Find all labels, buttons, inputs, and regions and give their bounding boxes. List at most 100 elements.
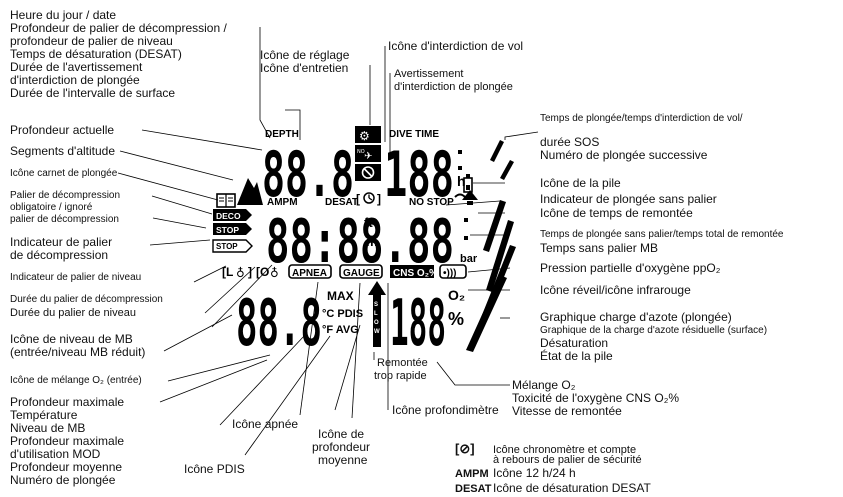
label-temperature: Température <box>10 408 78 422</box>
gauge-icon: GAUGE <box>339 264 383 279</box>
label-level-stop-depth: profondeur de palier de niveau <box>10 34 173 48</box>
legend-stopwatch-text: Icône chronomètre et compte <box>493 444 637 456</box>
lcd-no-stop: NO STOP <box>409 197 454 208</box>
svg-text:♁: ♁ <box>270 266 279 280</box>
label-mandatory-deco-2: obligatoire / ignoré <box>10 202 93 213</box>
label-surface-interval: Durée de l'intervalle de surface <box>10 86 176 100</box>
label-avg-depth-icon-2: profondeur <box>312 440 371 454</box>
label-no-dive-warning-duration-2: d'interdiction de plongée <box>10 73 140 87</box>
legend-ampm-key: AMPM <box>455 468 489 480</box>
lcd-favg: °F AVG <box>322 324 359 336</box>
svg-text:S: S <box>374 302 378 308</box>
label-no-stop-indicator: Indicateur de plongée sans palier <box>540 192 717 206</box>
deco-indicator: DECO STOP <box>213 209 252 235</box>
lcd-pdis: °C PDIS <box>322 308 363 320</box>
label-no-dive-warning-duration: Durée de l'avertissement <box>10 60 143 74</box>
label-avg-depth-icon: Icône de <box>318 427 365 441</box>
svg-text:[: [ <box>356 192 360 206</box>
svg-text:✈: ✈ <box>364 151 372 162</box>
svg-text:W: W <box>374 329 380 335</box>
seg-dive-time: 188 <box>384 138 454 211</box>
nitrogen-bar-graph <box>466 140 516 352</box>
label-battery-icon: Icône de la pile <box>540 176 621 190</box>
label-desat-time: Temps de désaturation (DESAT) <box>10 47 182 61</box>
label-battery-state: État de la pile <box>540 349 613 363</box>
label-max-depth: Profondeur maximale <box>10 395 125 409</box>
label-current-depth: Profondeur actuelle <box>10 123 115 137</box>
svg-text:GAUGE: GAUGE <box>343 268 380 279</box>
label-dive-number: Numéro de plongée <box>10 473 116 487</box>
logbook-icon <box>216 193 236 208</box>
lcd-ampm: AMPM <box>267 197 298 208</box>
label-fast-ascent-2: trop rapide <box>374 370 427 382</box>
cns-icon: CNS O₂% <box>390 265 438 279</box>
label-desaturation: Désaturation <box>540 336 609 350</box>
svg-text:♁: ♁ <box>236 266 245 280</box>
lcd-m-unit: m <box>366 234 378 249</box>
lcd-dive-time-label: DIVE TIME <box>389 129 439 140</box>
label-mod-2: d'utilisation MOD <box>10 447 101 461</box>
svg-text:⚙: ⚙ <box>359 129 370 143</box>
label-ascent-rate: Vitesse de remontée <box>512 404 622 418</box>
svg-text:STOP: STOP <box>216 225 239 235</box>
label-logbook-icon: Icône carnet de plongée <box>10 168 118 179</box>
legend-stopwatch: [⊘] Icône chronomètre et compte <box>455 442 636 457</box>
label-avg-depth: Profondeur moyenne <box>10 460 123 474</box>
lcd-h-unit: h <box>457 173 466 189</box>
lcd-ft-unit: ft <box>364 215 373 230</box>
label-mandatory-deco-3: palier de décompression <box>10 214 119 225</box>
lcd-o2: O₂ <box>448 287 465 303</box>
label-apnea-icon: Icône apnée <box>232 417 299 431</box>
label-no-dive-warning-2: d'interdiction de plongée <box>394 81 513 93</box>
lcd-desat: DESAT <box>325 197 358 208</box>
label-pdis-icon: Icône PDIS <box>184 462 245 476</box>
slow-ascent-icon: S L O W <box>368 281 386 347</box>
legend-stopwatch-key: [⊘] <box>455 441 475 456</box>
label-alarm-infrared: Icône réveil/icône infrarouge <box>540 283 691 297</box>
label-altitude-segments: Segments d'altitude <box>10 144 116 158</box>
svg-text:L: L <box>374 311 378 317</box>
label-deco-stop-depth: Profondeur de palier de décompression / <box>10 21 227 35</box>
apnea-icon: APNEA <box>288 264 332 279</box>
label-mb-level-icon-2: (entrée/niveau MB réduit) <box>10 345 146 359</box>
label-o2-mix: Mélange O₂ <box>512 378 576 392</box>
label-o2-mix-icon: Icône de mélange O₂ (entrée) <box>10 375 142 386</box>
battery-icon <box>463 174 473 193</box>
legend-desat-text: Icône de désaturation DESAT <box>493 481 651 495</box>
legend-stopwatch-text-2: à rebours de palier de sécurité <box>493 454 642 466</box>
label-nitrogen-graph: Graphique charge d'azote (plongée) <box>540 310 732 324</box>
legend-stopwatch-2: à rebours de palier de sécurité <box>493 454 642 467</box>
svg-text:]: ] <box>377 192 381 206</box>
svg-text:STOP: STOP <box>216 242 238 251</box>
label-deco-indicator: Indicateur de palier <box>10 235 113 249</box>
svg-text:O: O <box>374 320 379 326</box>
seg-bottom-left: 88.8 <box>236 287 322 361</box>
label-mandatory-deco: Palier de décompression <box>10 190 121 201</box>
label-dive-time: Temps de plongée/temps d'interdiction de… <box>540 113 743 124</box>
settings-icon <box>355 126 381 143</box>
lcd-pct: % <box>448 309 464 329</box>
label-ppo2: Pression partielle d'oxygène ppO₂ <box>540 261 721 275</box>
label-residual-nitrogen: Graphique de la charge d'azote résiduell… <box>540 325 768 336</box>
label-level-stop-duration: Durée du palier de niveau <box>10 307 136 319</box>
label-cns-toxicity: Toxicité de l'oxygène CNS O₂% <box>512 391 680 405</box>
altitude-segments-icon <box>237 178 263 205</box>
svg-text:[O: [O <box>256 265 269 279</box>
label-dive-time-2: durée SOS <box>540 135 600 149</box>
svg-text:APNEA: APNEA <box>292 268 327 279</box>
seg-current-depth: 88.8 <box>262 138 354 211</box>
svg-text:•))): •))) <box>443 268 457 279</box>
label-avg-depth-icon-3: moyenne <box>318 453 368 467</box>
lcd-max: MAX <box>327 289 354 303</box>
label-mod: Profondeur maximale <box>10 434 125 448</box>
label-no-fly-icon: Icône d'interdiction de vol <box>388 39 524 53</box>
label-deco-indicator-2: de décompression <box>10 248 109 262</box>
label-ascent-time-icon: Icône de temps de remontée <box>540 206 693 220</box>
svg-text:DECO: DECO <box>216 211 241 221</box>
alarm-infrared-icon: •))) <box>439 264 467 279</box>
label-mb-level: Niveau de MB <box>10 421 86 435</box>
label-no-dive-warning: Avertissement <box>394 68 464 80</box>
level-stop-indicator: STOP <box>212 239 253 253</box>
